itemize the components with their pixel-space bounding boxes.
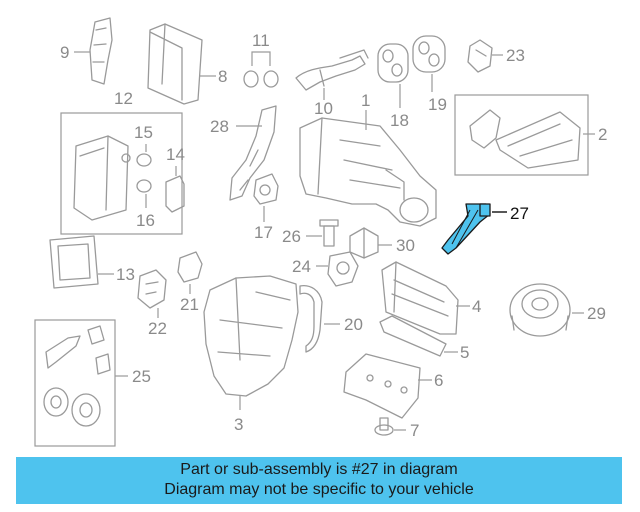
- callout-23: 23: [506, 46, 525, 65]
- callout-26: 26: [282, 227, 301, 246]
- callout-25: 25: [132, 367, 151, 386]
- part-27-highlighted[interactable]: [441, 203, 507, 255]
- part-15: [136, 144, 152, 167]
- part-1: [299, 110, 437, 227]
- evaporator-core: [73, 135, 131, 221]
- callout-18: 18: [390, 111, 409, 130]
- group-box-25: [34, 319, 116, 447]
- part-19: [412, 35, 446, 92]
- callout-15: 15: [134, 123, 153, 142]
- part-6: [343, 353, 432, 419]
- callout-2: 2: [598, 125, 607, 144]
- part-21: [177, 251, 203, 294]
- part-22: [137, 269, 167, 318]
- callout-11: 11: [252, 31, 270, 50]
- part-16: [136, 179, 152, 208]
- callout-4: 4: [472, 297, 481, 316]
- banner-line-1: Part or sub-assembly is #27 in diagram: [180, 461, 458, 478]
- part-29: [509, 283, 584, 337]
- part-9: [74, 17, 113, 85]
- callout-30: 30: [396, 236, 415, 255]
- callout-1: 1: [361, 91, 370, 110]
- part-2: [469, 109, 595, 169]
- part-7: [374, 417, 406, 436]
- part-13: [49, 235, 114, 289]
- callout-16: 16: [136, 211, 155, 230]
- part-14: [165, 166, 185, 213]
- callout-27[interactable]: 27: [510, 204, 529, 223]
- part-24: [316, 251, 359, 287]
- group-box-2: [454, 94, 589, 176]
- callout-29: 29: [587, 304, 606, 323]
- callout-3: 3: [234, 415, 243, 434]
- callout-28: 28: [210, 117, 229, 136]
- callout-9: 9: [60, 43, 69, 62]
- part-10: [295, 49, 369, 100]
- part-3: [203, 275, 299, 410]
- callout-5: 5: [460, 343, 469, 362]
- callout-12: 12: [114, 89, 133, 108]
- part-11: [243, 51, 279, 88]
- info-banner: Part or sub-assembly is #27 in diagram D…: [16, 457, 622, 504]
- part-8: [147, 23, 216, 105]
- callout-10: 10: [314, 99, 333, 118]
- callout-17: 17: [254, 223, 273, 242]
- callout-20: 20: [344, 315, 363, 334]
- callout-19: 19: [428, 95, 447, 114]
- part-20: [299, 284, 340, 353]
- callout-21: 21: [180, 295, 199, 314]
- part-26: [306, 219, 339, 247]
- callout-22: 22: [148, 319, 167, 338]
- part-25: [43, 325, 128, 427]
- callout-13: 13: [116, 265, 135, 284]
- callout-8: 8: [218, 67, 227, 86]
- parts-diagram: 1 2 3 4 5 6 7 8 9 10 11 12 13 14 15 16 1…: [34, 17, 607, 447]
- part-18: [377, 43, 409, 108]
- callout-24: 24: [292, 257, 311, 276]
- part-4: [381, 261, 470, 335]
- group-box-12: [60, 112, 183, 235]
- part-23: [467, 39, 503, 73]
- callout-14: 14: [166, 145, 185, 164]
- callout-7: 7: [410, 421, 419, 440]
- part-30: [349, 227, 392, 259]
- part-17: [253, 173, 279, 222]
- part-28: [229, 105, 277, 201]
- banner-line-2: Diagram may not be specific to your vehi…: [164, 481, 474, 498]
- part-5: [379, 315, 458, 357]
- callout-6: 6: [434, 371, 443, 390]
